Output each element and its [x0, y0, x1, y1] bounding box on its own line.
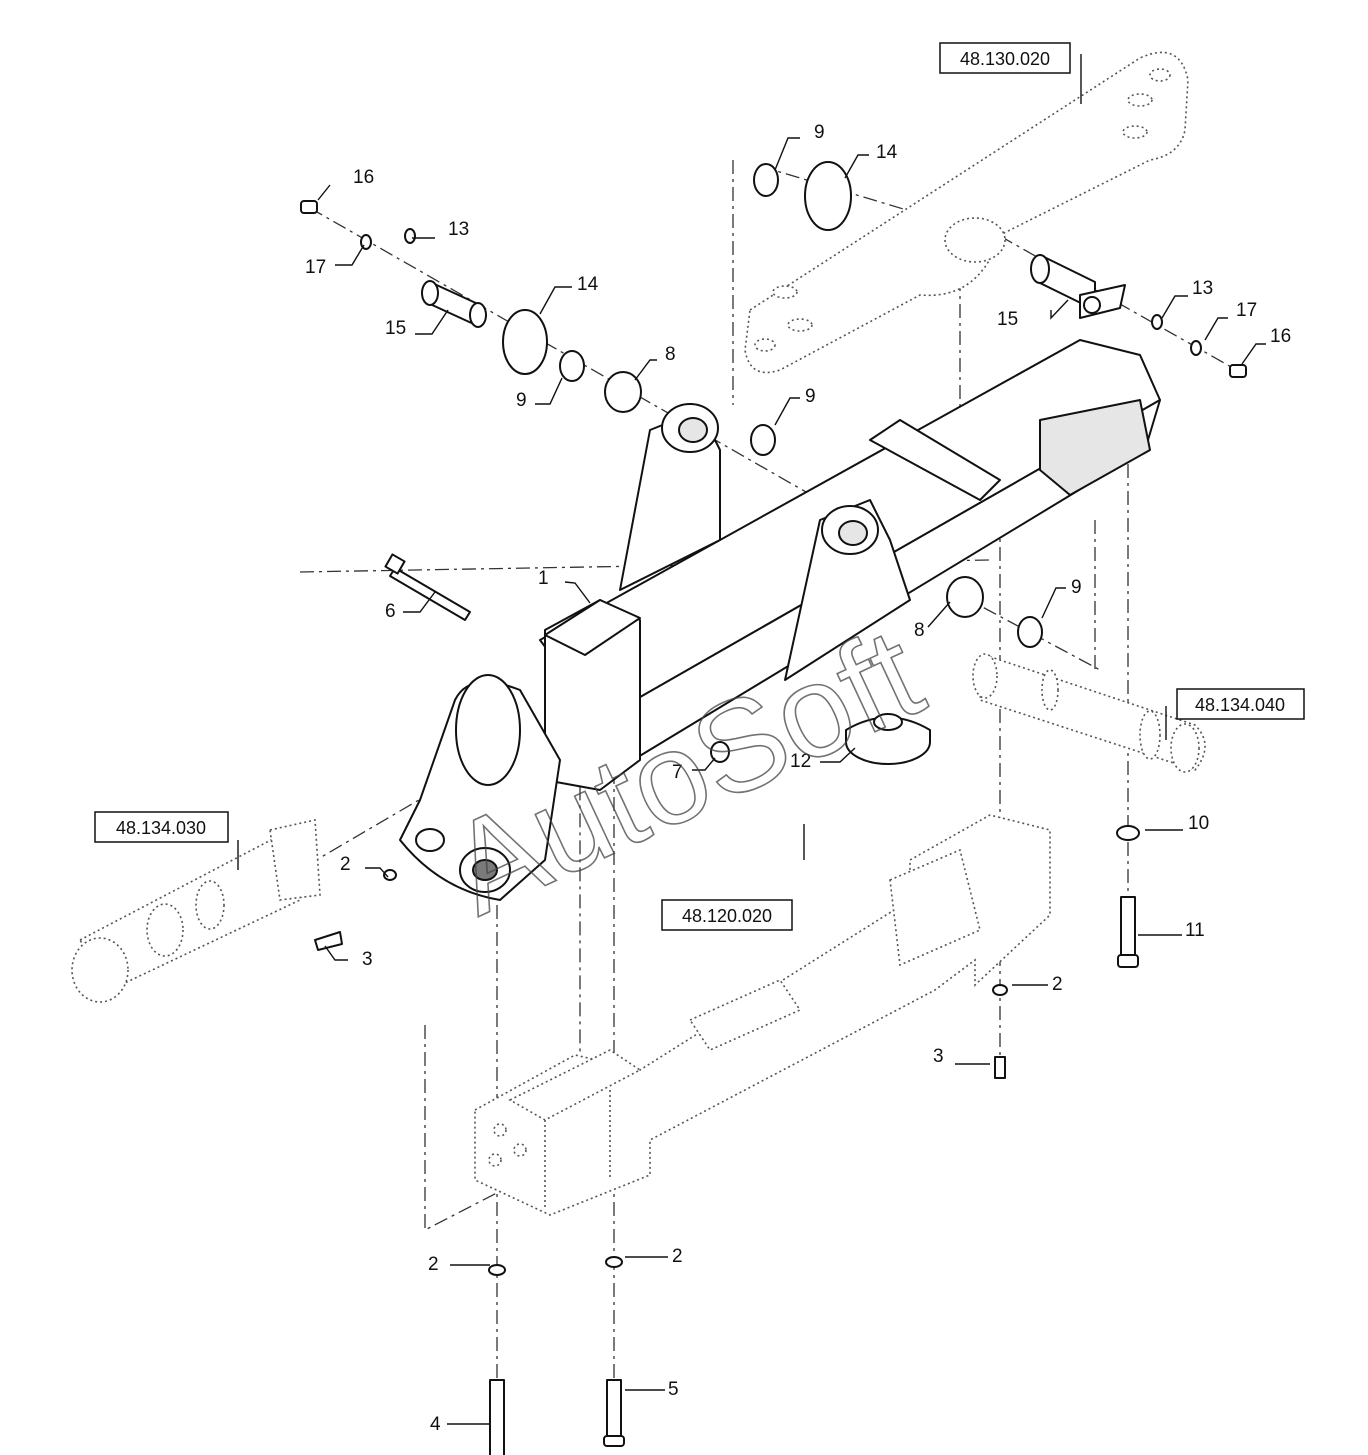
- callout-labels: 1 2 2 2 2 3 3 4 5 6 7 8 8 9 9 9 9 10 11 …: [305, 122, 1291, 1435]
- callout-12: 12: [790, 751, 811, 772]
- axle-housing-phantom: [474, 814, 1051, 1216]
- callout-9: 9: [1071, 577, 1082, 598]
- ref-label: 48.130.020: [960, 49, 1050, 69]
- callout-13: 13: [448, 219, 469, 240]
- leader-lines: [237, 54, 1266, 1425]
- callout-9: 9: [516, 390, 527, 411]
- callout-16: 16: [353, 167, 374, 188]
- callout-13: 13: [1192, 278, 1213, 299]
- ref-box-48-120-020[interactable]: 48.120.020: [661, 899, 793, 931]
- callout-14: 14: [577, 274, 599, 295]
- callout-4: 4: [430, 1414, 441, 1435]
- ref-label: 48.120.020: [682, 906, 772, 926]
- callout-2: 2: [340, 854, 351, 875]
- callout-14: 14: [876, 142, 898, 163]
- callout-6: 6: [385, 601, 396, 622]
- callout-2: 2: [428, 1254, 439, 1275]
- ref-box-48-134-040[interactable]: 48.134.040: [1176, 688, 1305, 720]
- callout-8: 8: [914, 620, 925, 641]
- ref-label: 48.134.040: [1195, 695, 1285, 715]
- callout-17: 17: [1236, 300, 1257, 321]
- callout-3: 3: [933, 1046, 944, 1067]
- callout-17: 17: [305, 257, 326, 278]
- callout-15: 15: [385, 318, 406, 339]
- ref-box-48-130-020[interactable]: 48.130.020: [939, 42, 1071, 74]
- axle-beam-part-1: [399, 339, 1161, 901]
- small-parts: [300, 161, 1247, 1455]
- callout-9: 9: [805, 386, 816, 407]
- callout-5: 5: [668, 1379, 679, 1400]
- callout-2: 2: [1052, 974, 1063, 995]
- callout-10: 10: [1188, 813, 1209, 834]
- callout-8: 8: [665, 344, 676, 365]
- callout-15: 15: [997, 309, 1018, 330]
- drive-shaft-phantom-right: [972, 653, 1206, 773]
- ref-box-48-134-030[interactable]: 48.134.030: [94, 811, 229, 843]
- ref-label: 48.134.030: [116, 818, 206, 838]
- callout-2: 2: [672, 1246, 683, 1267]
- callout-7: 7: [672, 762, 683, 783]
- callout-11: 11: [1185, 920, 1205, 941]
- callout-16: 16: [1270, 326, 1291, 347]
- upper-link-phantom: [744, 51, 1189, 374]
- callout-9: 9: [814, 122, 825, 143]
- callout-3: 3: [362, 949, 373, 970]
- drive-shaft-phantom-left: [71, 819, 321, 1003]
- callout-1: 1: [538, 568, 549, 589]
